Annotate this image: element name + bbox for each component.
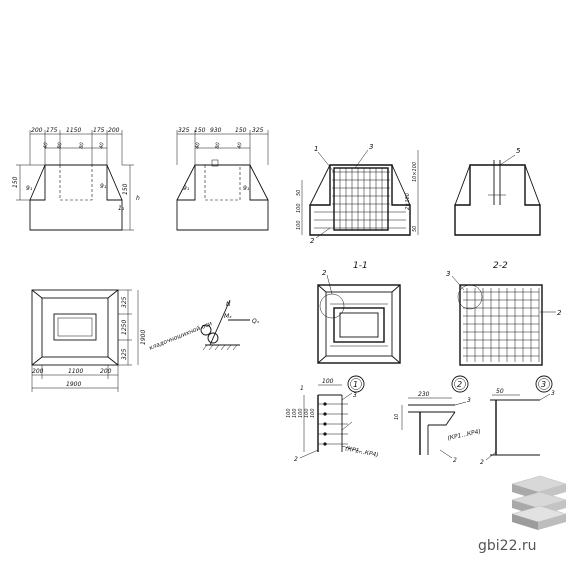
node-label-1: 1 (353, 380, 358, 389)
front-small-2: 80 (57, 142, 64, 149)
rebar-callout-1: 1 (314, 145, 318, 153)
side-dim-4: 150 (235, 127, 247, 134)
axis-label-q: Qₓ (252, 318, 260, 325)
rebar-side-section: 5 (454, 147, 541, 236)
front-dim-1: 200 (31, 127, 43, 134)
front-dim-2: 175 (46, 127, 58, 134)
detail3-callout-3: 3 (551, 390, 555, 397)
section-1-1-title: 1-1 (353, 261, 368, 271)
rebar-left-3: 100 (296, 220, 302, 230)
plan-bottom-2: 1100 (68, 368, 83, 375)
plan-bottom-3: 200 (100, 368, 112, 375)
side-left-label: 9₁ (183, 185, 190, 192)
plan-right-2: 1250 (121, 320, 128, 335)
detail2-note: (КР1...КР4) (447, 428, 482, 442)
section-2-2-callout-2: 2 (557, 309, 562, 317)
front-left-3: 9₁ (100, 183, 107, 190)
load-axis-sketch: N Mₓ Qₓ кладочношихной оси (148, 299, 260, 352)
detail1-dim-3: 100 (298, 408, 304, 418)
side-right-label: 9₁ (243, 185, 250, 192)
side-elevation: 325 150 930 150 325 40 80 40 9₁ 9₁ (176, 127, 269, 231)
rebar-left-1: 50 (296, 190, 302, 196)
rebar-right-3: 50 (412, 226, 418, 232)
section-2-2: 2-2 3 2 (446, 261, 562, 366)
detail1-dim-2: 100 (292, 408, 298, 418)
detail1-callout-2: 2 (294, 456, 298, 463)
detail1-dim-1: 100 (286, 408, 292, 418)
side-dim-1: 325 (178, 127, 190, 134)
front-small-3: 80 (79, 142, 86, 149)
rebar-right-1: 10×100 (412, 162, 418, 182)
node-label-2: 2 (457, 380, 462, 389)
detail1-dim-5: 100 (310, 408, 316, 418)
detail-node-3: 3 50 3 2 (480, 375, 555, 466)
detail1-note: (КР1...КР4) (345, 445, 380, 459)
side-small-1: 40 (195, 142, 202, 149)
front-small-1: 40 (43, 142, 50, 149)
section-2-2-callout-3: 3 (446, 270, 450, 278)
detail1-callout-3: 3 (353, 392, 357, 399)
front-dim-5: 200 (108, 127, 120, 134)
axis-label-n: N (226, 301, 231, 308)
detail1-callout-1: 1 (300, 385, 304, 392)
front-right-2: 150 (122, 183, 129, 195)
rebar-right-2: 2×100 (405, 193, 411, 210)
section-1-1-callout: 2 (322, 269, 327, 277)
side-small-3: 40 (237, 142, 244, 149)
rebar-callout-2: 2 (310, 237, 315, 245)
side-dim-5: 325 (252, 127, 264, 134)
front-left-1: 150 (12, 176, 19, 188)
rebar-callout-3: 3 (369, 143, 373, 151)
rebar-left-2: 100 (296, 203, 302, 213)
plan-right-1: 325 (121, 296, 128, 308)
detail2-dim-2: 10 (394, 414, 400, 420)
node-label-3: 3 (541, 380, 546, 389)
detail3-dim-1: 50 (496, 388, 504, 395)
front-right-3: h (136, 195, 140, 202)
front-right-1: 1₁ (118, 205, 125, 212)
logo-slabs-icon (511, 475, 567, 530)
detail-node-2: 2 230 10 (КР1...КР4) 3 2 (394, 375, 482, 464)
front-dim-4: 175 (93, 127, 105, 134)
detail1-top: 100 (322, 378, 334, 385)
detail2-dim-1: 230 (418, 391, 430, 398)
front-left-2: 9₁ (26, 185, 33, 192)
axis-note: кладочношихной оси (148, 320, 213, 352)
detail2-callout-2: 2 (453, 457, 457, 464)
detail2-callout-3: 3 (467, 397, 471, 404)
detail3-callout-2: 2 (480, 459, 484, 466)
watermark-site: gbi22.ru (478, 538, 537, 554)
plan-overall: 1900 (140, 330, 147, 345)
section-1-1: 1-1 2 (317, 261, 401, 364)
side-callout-5: 5 (516, 147, 521, 155)
front-dim-3: 1150 (66, 127, 81, 134)
side-dim-2: 150 (194, 127, 206, 134)
rebar-elevation: 1 3 2 50 100 100 10×100 2×100 50 (296, 143, 419, 245)
front-small-4: 40 (99, 142, 106, 149)
side-dim-3: 930 (210, 127, 222, 134)
plan-bottom-1: 200 (32, 368, 44, 375)
front-elevation: 200 175 1150 175 200 40 80 80 40 150 9₁ … (12, 127, 140, 231)
detail-node-1: 1 100 100 100 100 100 100 1 3 2 (КР1...К… (286, 375, 380, 463)
axis-label-m: Mₓ (224, 313, 232, 320)
detail1-dim-4: 100 (304, 408, 310, 418)
plan-total: 1900 (66, 381, 81, 388)
side-small-2: 80 (215, 142, 222, 149)
plan-right-3: 325 (121, 348, 128, 360)
section-2-2-title: 2-2 (493, 261, 508, 271)
plan-view: 325 1250 325 1900 200 1100 200 1900 (31, 289, 147, 392)
